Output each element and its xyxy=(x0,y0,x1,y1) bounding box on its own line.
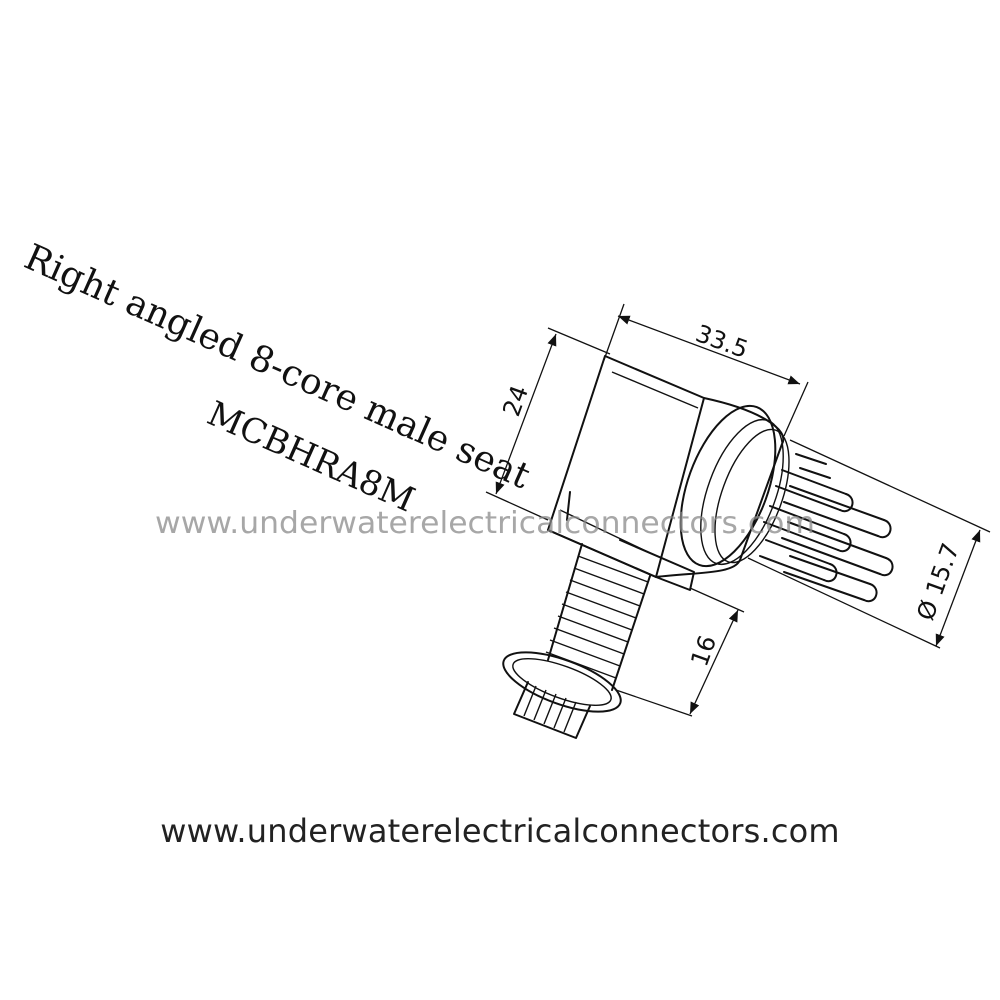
threaded-stud xyxy=(502,543,651,739)
watermark-text: www.underwaterelectricalconnectors.com xyxy=(155,506,815,541)
connector-body xyxy=(547,355,705,591)
footer-url: www.underwaterelectricalconnectors.com xyxy=(160,812,840,850)
dimension-height: 24 xyxy=(485,327,611,521)
dimension-thread: 16 xyxy=(615,587,745,717)
contact-pins xyxy=(759,453,894,603)
dimension-length: 33.5 xyxy=(603,303,809,437)
front-collar xyxy=(655,397,790,578)
dim-length-label: 33.5 xyxy=(692,319,752,364)
dim-diameter-label: Ø 15.7 xyxy=(911,539,965,624)
dim-thread-label: 16 xyxy=(685,632,722,670)
dim-height-label: 24 xyxy=(497,382,534,420)
